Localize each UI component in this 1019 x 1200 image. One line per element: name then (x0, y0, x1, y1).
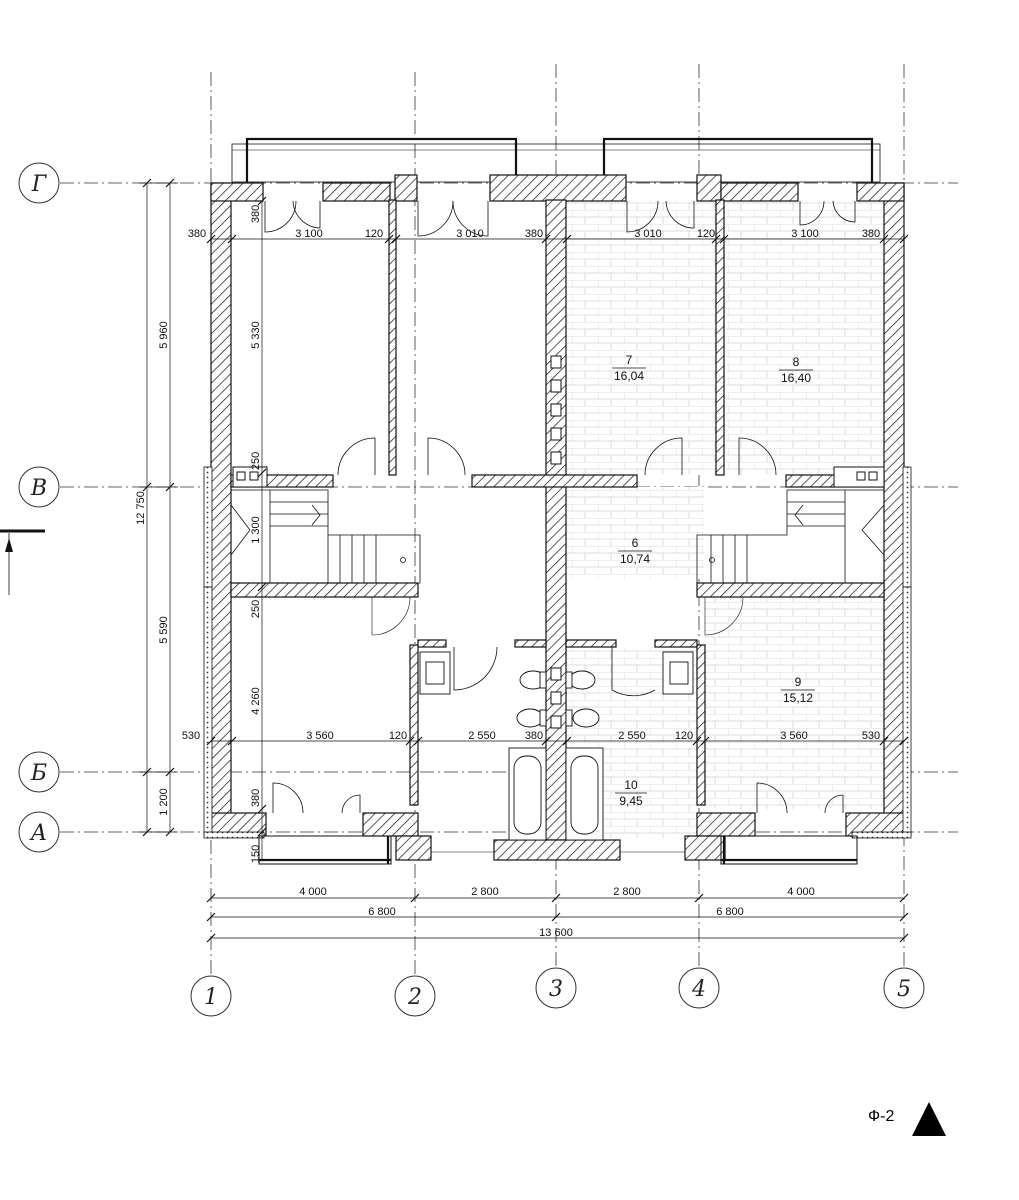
room-number-10: 10 (624, 778, 638, 792)
section-mark-triangle-icon (912, 1102, 946, 1136)
axis-labels: 1 2 3 4 5 Г В Б А (29, 172, 911, 1010)
dim-bot-1: 3 560 (306, 730, 334, 742)
dim-top-1: 3 100 (295, 228, 323, 240)
dim-vin-4: 250 (250, 600, 262, 618)
dim-total: 13 600 (539, 927, 573, 939)
room-area-7: 16,04 (614, 369, 644, 383)
room-area-10: 9,45 (619, 794, 643, 808)
dim-chain1-2: 2 800 (613, 886, 641, 898)
dim-bot-5: 2 550 (618, 730, 646, 742)
dims-bottom-chains: 4 000 2 800 2 800 4 000 6 800 6 800 13 6… (299, 886, 815, 939)
dim-left-1: 5 590 (158, 616, 170, 644)
room-area-9: 15,12 (783, 691, 813, 705)
room-area-6: 10,74 (620, 552, 650, 566)
dim-top-4: 380 (525, 228, 543, 240)
axis-label-5: 5 (897, 977, 911, 1002)
axis-label-1: 1 (204, 985, 218, 1010)
dims-bottom-row: 530 3 560 120 2 550 380 2 550 120 3 560 … (182, 730, 880, 742)
dim-vin-1: 5 330 (250, 321, 262, 349)
room-number-7: 7 (626, 353, 633, 367)
section-cut-mark (0, 529, 45, 595)
room-number-8: 8 (793, 355, 800, 369)
axis-label-b: Б (30, 761, 47, 786)
dim-chain1-1: 2 800 (471, 886, 499, 898)
floor-fills (566, 200, 884, 838)
dim-left-3: 12 750 (135, 491, 147, 525)
dim-chain1-3: 4 000 (787, 886, 815, 898)
dim-bot-6: 120 (675, 730, 693, 742)
dim-bot-3: 2 550 (468, 730, 496, 742)
dim-chain2-0: 6 800 (368, 906, 396, 918)
sanitary-fixtures (419, 651, 694, 841)
dim-top-5: 3 010 (634, 228, 662, 240)
stairs (230, 489, 885, 584)
dims-vertical-inner: 380 5 330 250 1 300 250 4 260 380 150 (250, 205, 262, 863)
doors (264, 200, 856, 814)
dim-top-0: 380 (188, 228, 206, 240)
dim-top-7: 3 100 (791, 228, 819, 240)
vent-ducts (550, 355, 562, 729)
dimension-ticks (142, 178, 909, 943)
dim-left-2: 1 200 (158, 788, 170, 816)
room-labels: 7 16,04 8 16,40 6 10,74 9 15,12 10 9,45 (612, 353, 815, 808)
axis-label-2: 2 (407, 985, 422, 1010)
dim-vin-6: 380 (250, 789, 262, 807)
dim-vin-2: 250 (250, 452, 262, 470)
dim-bot-4: 380 (525, 730, 543, 742)
axis-label-4: 4 (691, 977, 706, 1002)
dim-chain1-0: 4 000 (299, 886, 327, 898)
bottom-balconies (258, 835, 858, 865)
dim-bot-7: 3 560 (780, 730, 808, 742)
axis-label-3: 3 (549, 977, 563, 1002)
dim-left-0: 5 960 (158, 321, 170, 349)
dim-bot-2: 120 (389, 730, 407, 742)
dim-vin-5: 4 260 (250, 687, 262, 715)
dim-vin-7: 150 (250, 845, 262, 863)
small-boxes (232, 466, 885, 488)
room-area-8: 16,40 (781, 371, 811, 385)
dim-top-3: 3 010 (456, 228, 484, 240)
dim-chain2-1: 6 800 (716, 906, 744, 918)
axis-label-g: Г (31, 172, 48, 197)
dimension-lines (139, 182, 904, 939)
section-mark-label: Ф-2 (868, 1108, 895, 1125)
dim-top-8: 380 (862, 228, 880, 240)
axis-label-v: В (30, 476, 47, 501)
dim-top-6: 120 (697, 228, 715, 240)
dims-top-row: 380 3 100 120 3 010 380 3 010 120 3 100 … (188, 228, 880, 240)
axis-label-a: А (29, 821, 48, 846)
dim-bot-8: 530 (862, 730, 880, 742)
dims-left: 5 960 5 590 1 200 12 750 (135, 321, 170, 816)
room-number-9: 9 (795, 675, 802, 689)
insulation (203, 466, 912, 839)
dim-top-2: 120 (365, 228, 383, 240)
room-number-6: 6 (632, 536, 639, 550)
axis-bubbles (18, 162, 925, 1017)
dim-vin-3: 1 300 (250, 516, 262, 544)
dim-bot-0: 530 (182, 730, 200, 742)
dim-vin-0: 380 (250, 205, 262, 223)
